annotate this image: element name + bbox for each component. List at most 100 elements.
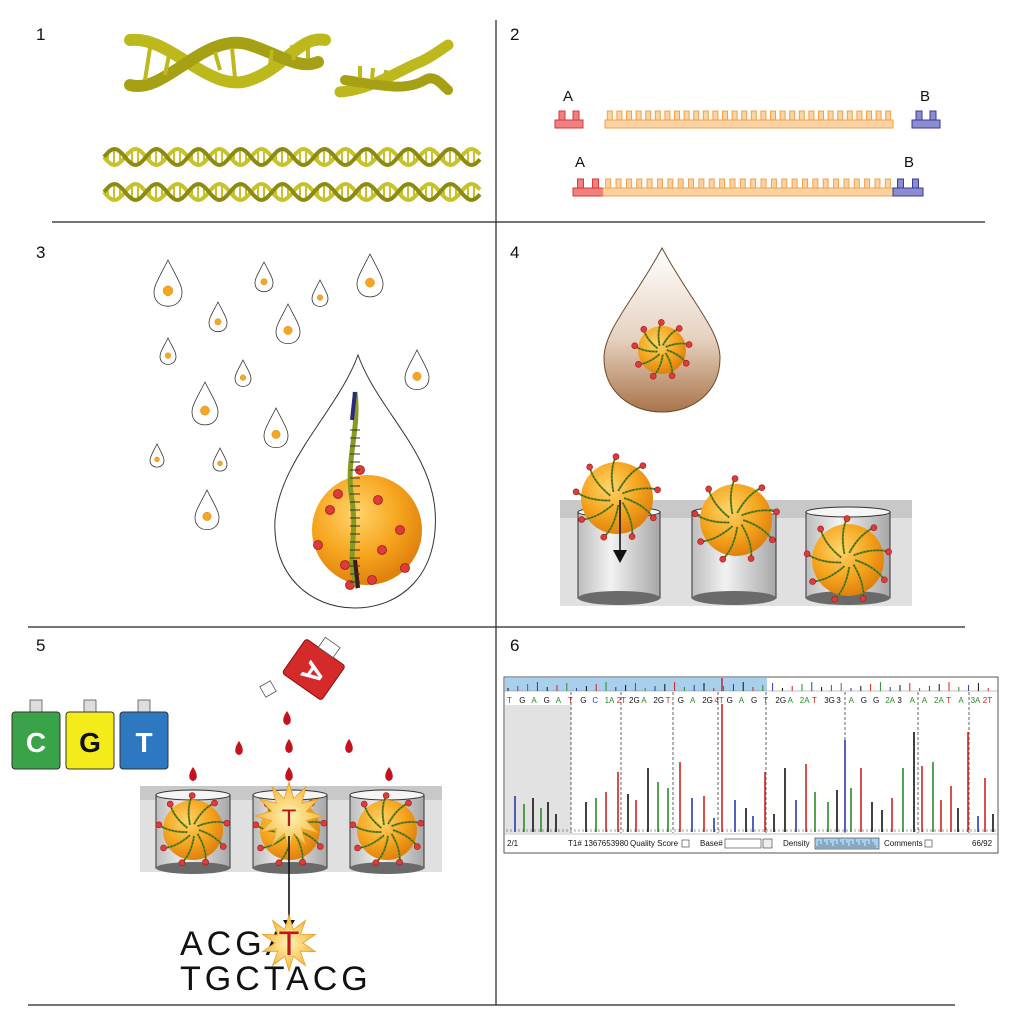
base-call: A (556, 696, 562, 705)
dna-helix-icon (104, 149, 480, 165)
bottle-label: G (79, 727, 101, 758)
base-call: T (946, 696, 951, 705)
base-call: 2A (934, 696, 944, 705)
droplet-icon (357, 254, 383, 297)
base-call: T (507, 696, 512, 705)
base-call: 2G (775, 696, 786, 705)
well-signal-letter: T (282, 805, 297, 832)
base-call: G (580, 696, 586, 705)
bottle-cap (260, 681, 276, 697)
droplet-icon (312, 280, 328, 306)
base-call: A (788, 696, 794, 705)
trace-footer-count: 66/92 (972, 839, 993, 848)
droplet-icon (154, 260, 182, 306)
base-call: 3 (836, 696, 841, 705)
sequence-signal-letter: T (279, 925, 300, 963)
base-call: G (544, 696, 550, 705)
base-call: 3 (897, 696, 902, 705)
base-call: 2G (653, 696, 664, 705)
base-call: 2A (885, 696, 895, 705)
bottle-icon: T (120, 700, 168, 769)
base-number-label: Base# (700, 839, 723, 848)
droplet-icon (150, 444, 164, 467)
panel-2-adapter-ligation: A B A B (555, 88, 940, 196)
base-call: A (922, 696, 928, 705)
droplet-icon (235, 360, 251, 386)
trace-footer-position: 2/1 (507, 839, 519, 848)
panel-number-3: 3 (36, 243, 45, 262)
base-call: G (519, 696, 525, 705)
base-call: 2T (617, 696, 626, 705)
base-call: 3A (971, 696, 981, 705)
base-call: 1A (605, 696, 615, 705)
base-call: C (592, 696, 598, 705)
adapter-b-label-ligated: B (904, 154, 914, 171)
panel-3-emulsion-pcr (150, 254, 435, 608)
base-call: G (873, 696, 879, 705)
adapter-b-label: B (920, 88, 930, 105)
droplet-icon (213, 448, 227, 471)
panel-number-2: 2 (510, 25, 519, 44)
quality-score-label: Quality Score (630, 839, 679, 848)
droplet-icon (192, 382, 218, 425)
droplet-icon (345, 739, 353, 753)
dna-insert-fragment (605, 111, 893, 128)
droplet-icon (276, 304, 300, 344)
base-number-input[interactable] (725, 839, 761, 848)
droplet-icon (189, 767, 197, 781)
quality-score-checkbox[interactable] (682, 840, 689, 847)
comments-checkbox[interactable] (925, 840, 932, 847)
droplet-icon (385, 767, 393, 781)
base-call: G (727, 696, 733, 705)
panel-number-1: 1 (36, 25, 45, 44)
base-call: A (739, 696, 745, 705)
adapter-a-label: A (563, 88, 573, 105)
dna-helix-icon (104, 184, 480, 200)
base-call: 4T (714, 696, 723, 705)
adapter-a-label-ligated: A (575, 154, 585, 171)
base-call: 2A (800, 696, 810, 705)
panel-number-4: 4 (510, 243, 519, 262)
adapter-a (555, 111, 583, 128)
droplet-icon (195, 490, 219, 530)
trace-footer-id: T1# 1367653980 (568, 839, 629, 848)
sequence-read-bottom: TGCTACG (180, 960, 372, 998)
bottle-label: C (26, 727, 46, 758)
base-call: T (812, 696, 817, 705)
base-call: 2G (629, 696, 640, 705)
base-call: A (958, 696, 964, 705)
panel-number-6: 6 (510, 636, 519, 655)
trace-header-selection (505, 678, 767, 691)
bottle-icon: G (66, 700, 114, 769)
base-call: G (678, 696, 684, 705)
base-call: A (641, 696, 647, 705)
dna-helix-icon (130, 39, 325, 86)
base-call: A (690, 696, 696, 705)
base-call: G (751, 696, 757, 705)
droplet-icon (283, 711, 291, 725)
droplet-icon (264, 408, 288, 448)
comments-label: Comments (884, 839, 923, 848)
panel-1-dna-fragmentation (104, 39, 480, 200)
bottle-label: T (135, 727, 152, 758)
dna-helix-icon (340, 45, 448, 92)
density-label: Density (783, 839, 810, 848)
base-call: A (849, 696, 855, 705)
base-go-button[interactable] (763, 839, 772, 848)
droplet-icon (285, 739, 293, 753)
base-call: A (910, 696, 916, 705)
base-call: T (666, 696, 671, 705)
bottle-icon: A (282, 629, 352, 701)
ligated-fragment (573, 179, 923, 196)
droplet-icon (235, 741, 243, 755)
adapter-b (912, 111, 940, 128)
base-call: A (531, 696, 537, 705)
base-call: G (861, 696, 867, 705)
droplet-icon (405, 350, 429, 390)
base-call: T (568, 696, 573, 705)
droplet-icon (160, 338, 176, 364)
panel-4-bead-loading (560, 248, 912, 606)
